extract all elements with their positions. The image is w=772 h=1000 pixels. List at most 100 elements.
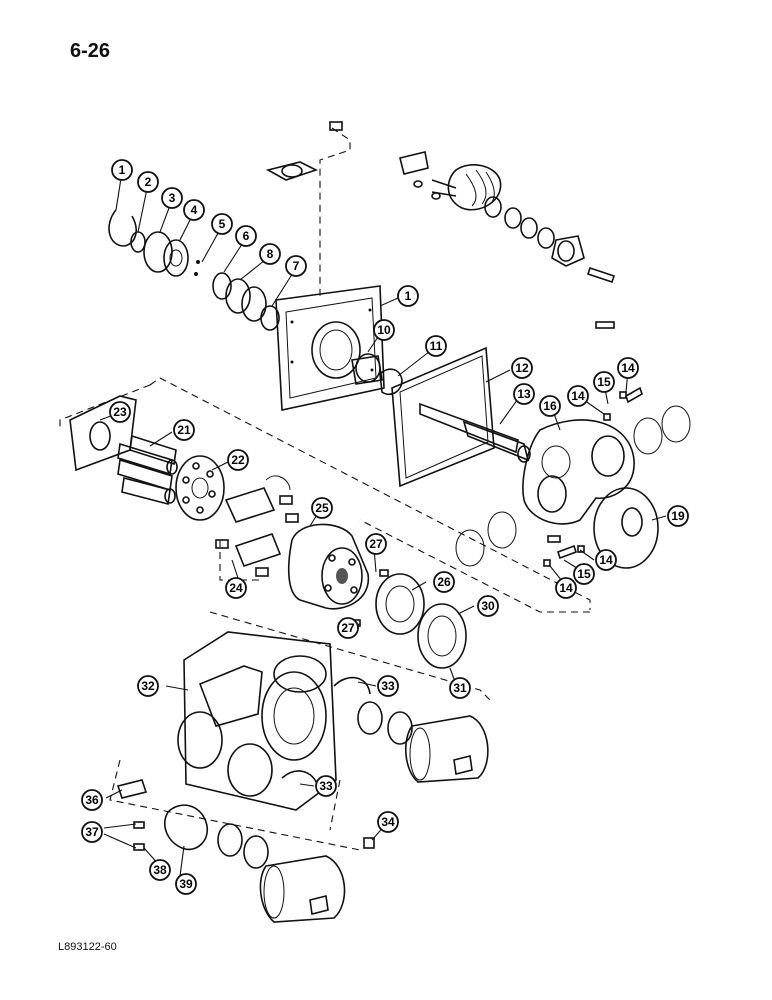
callout-label: 1 (119, 163, 126, 177)
callout-label: 36 (85, 793, 99, 807)
callout-label: 8 (267, 247, 274, 261)
callout-27b: 27 (337, 617, 359, 639)
callout-30: 30 (477, 595, 499, 617)
callout-7a: 6 (235, 225, 257, 247)
cylinder-block (287, 523, 370, 610)
pump-housing (177, 631, 337, 811)
callout-2: 1 (111, 159, 133, 181)
callout-label: 14 (571, 389, 585, 403)
callout-26: 26 (433, 571, 455, 593)
callout-38: 38 (149, 859, 171, 881)
callout-4: 3 (161, 187, 183, 209)
cover-plate (265, 161, 403, 411)
upper-shaft-assembly (329, 121, 616, 284)
callout-37: 37 (81, 821, 103, 843)
assembly-guide-lines (59, 127, 591, 851)
callout-label: 21 (177, 423, 191, 437)
callout-16: 16 (539, 395, 561, 417)
callout-label: 5 (219, 217, 226, 231)
seal-rings (217, 676, 413, 869)
callout-34: 34 (377, 811, 399, 833)
callout-label: 27 (341, 621, 355, 635)
callout-label: 23 (113, 405, 127, 419)
callout-36: 36 (81, 789, 103, 811)
callout-label: 34 (381, 815, 395, 829)
callout-label: 30 (481, 599, 495, 613)
callout-31: 31 (449, 677, 471, 699)
callout-label: 12 (515, 361, 529, 375)
callout-label: 7 (293, 259, 300, 273)
callout-label: 25 (315, 501, 329, 515)
callout-label: 4 (191, 203, 198, 217)
callout-label: 26 (437, 575, 451, 589)
callout-7b: 7 (285, 255, 307, 277)
callout-label: 6 (243, 229, 250, 243)
callout-label: 32 (141, 679, 155, 693)
callout-25: 25 (311, 497, 333, 519)
callout-label: 1 (405, 289, 412, 303)
callout-27a: 27 (365, 533, 387, 555)
callout-11: 11 (425, 335, 447, 357)
page-number: 6-26 (70, 40, 111, 62)
callout-3: 2 (137, 171, 159, 193)
callout-14c: 14 (595, 549, 617, 571)
callout-33a: 33 (377, 675, 399, 697)
callout-label: 24 (229, 581, 243, 595)
bearings-right (455, 405, 691, 567)
drive-shaft (419, 402, 531, 463)
callout-label: 39 (179, 877, 193, 891)
callout-label: 15 (597, 375, 611, 389)
callout-13: 13 (513, 383, 535, 405)
end-caps (259, 715, 489, 923)
callout-label: 31 (453, 681, 467, 695)
callout-label: 14 (559, 581, 573, 595)
callout-12: 12 (511, 357, 533, 379)
callout-19: 19 (667, 505, 689, 527)
callout-10: 10 (373, 319, 395, 341)
callout-15b: 15 (573, 563, 595, 585)
callout-label: 3 (169, 191, 176, 205)
linkage-brackets (215, 475, 299, 577)
thrust-plate (593, 487, 659, 569)
callout-label: 33 (319, 779, 333, 793)
callout-33b: 33 (315, 775, 337, 797)
callout-8: 8 (259, 243, 281, 265)
retainer-plate (175, 455, 225, 521)
callout-5: 4 (183, 199, 205, 221)
callout-23: 23 (109, 401, 131, 423)
pins (543, 386, 643, 567)
callout-15a: 15 (593, 371, 615, 393)
callout-label: 14 (621, 361, 635, 375)
callout-label: 16 (543, 399, 557, 413)
callout-label: 10 (377, 323, 391, 337)
callouts: 1 2 3 4 5 6 7 8 1 10 11 12 13 16 15 14 1… (81, 159, 689, 895)
callout-label: 13 (517, 387, 531, 401)
callout-label: 27 (369, 537, 383, 551)
callout-label: 33 (381, 679, 395, 693)
callout-14a: 14 (617, 357, 639, 379)
callout-24: 24 (225, 577, 247, 599)
callout-label: 15 (577, 567, 591, 581)
callout-label: 38 (153, 863, 167, 877)
callout-39: 39 (175, 873, 197, 895)
callout-label: 37 (85, 825, 99, 839)
drawing-code: L893122-60 (58, 941, 117, 953)
callout-14b: 14 (567, 385, 589, 407)
callout-6: 5 (211, 213, 233, 235)
callout-22: 22 (227, 449, 249, 471)
gasket (391, 346, 495, 488)
upper-left-rings (108, 209, 280, 331)
callout-label: 2 (145, 175, 152, 189)
callout-14d: 14 (555, 577, 577, 599)
callout-1: 1 (397, 285, 419, 307)
callout-21: 21 (173, 419, 195, 441)
port-plate (69, 395, 137, 472)
swashplate (522, 419, 635, 525)
callout-label: 11 (430, 339, 443, 353)
callout-32: 32 (137, 675, 159, 697)
hardware-lower (116, 321, 615, 851)
callout-label: 19 (671, 509, 685, 523)
callout-label: 14 (599, 553, 613, 567)
callout-label: 22 (231, 453, 245, 467)
